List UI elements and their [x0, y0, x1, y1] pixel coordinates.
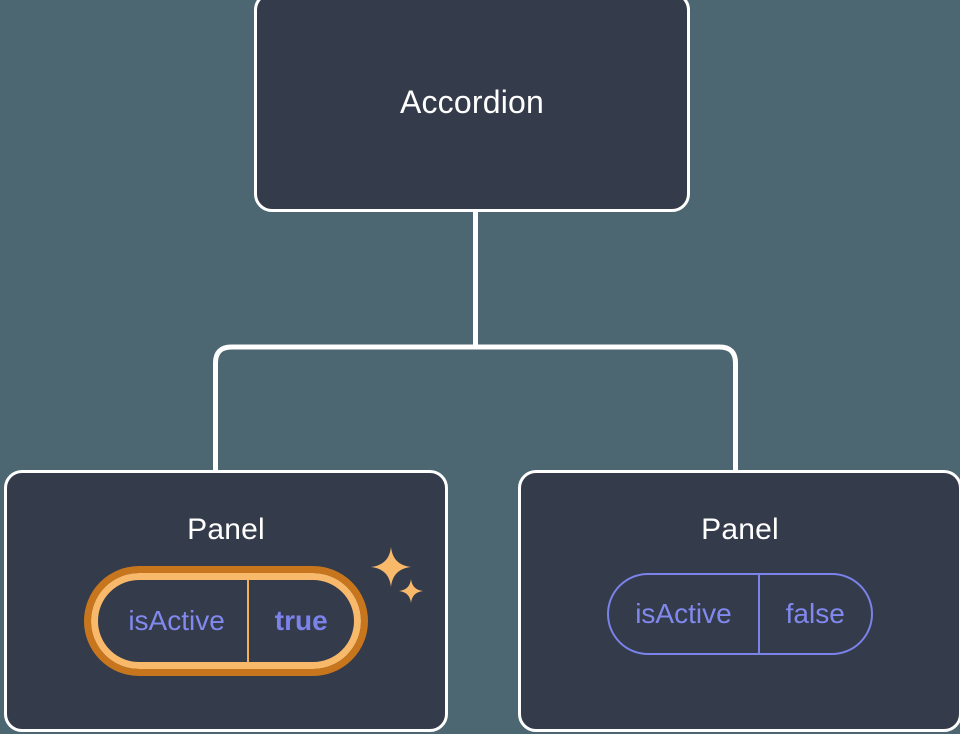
prop-value: false	[757, 575, 871, 653]
sparkle-group	[369, 547, 429, 617]
node-card-panel-left[interactable]: Panel isActive true	[4, 470, 448, 732]
node-card-panel-right[interactable]: Panel isActive false	[518, 470, 960, 732]
sparkle-icon	[371, 547, 411, 587]
node-title: Accordion	[399, 84, 545, 120]
node-title: Panel	[701, 513, 779, 546]
prop-name: isActive	[128, 605, 225, 636]
prop-name: isActive	[635, 598, 732, 629]
prop-pill-isactive-true[interactable]: isActive true	[84, 566, 368, 676]
node-title: Panel	[187, 513, 265, 546]
prop-pill-wrap: isActive true	[7, 547, 445, 676]
prop-pill-wrap: isActive false	[521, 573, 959, 655]
connector-child-bus	[213, 344, 738, 472]
node-card-accordion[interactable]: Accordion	[254, 0, 690, 212]
prop-pill-isactive-false[interactable]: isActive false	[607, 573, 873, 655]
sparkle-icon	[399, 579, 423, 603]
prop-value: true	[246, 580, 354, 662]
